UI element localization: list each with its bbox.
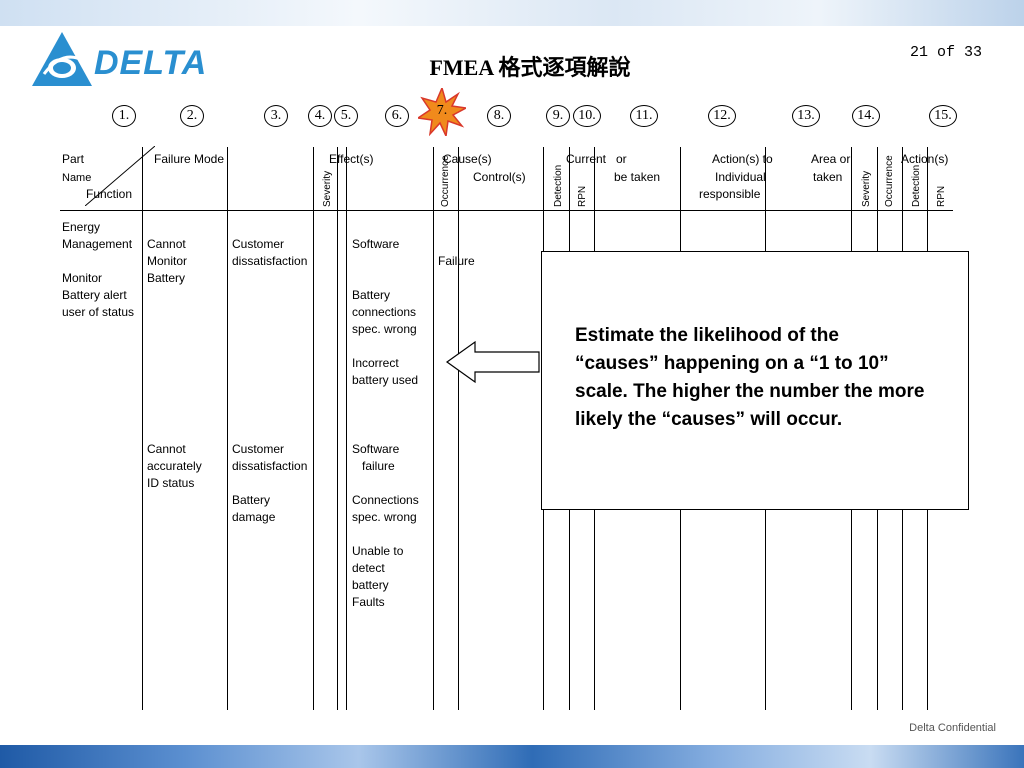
cell-cause-1: Software — [352, 237, 400, 251]
page-number: 21 of 33 — [910, 44, 983, 61]
column-number-1: 1. — [112, 105, 136, 127]
explanation-callout: Estimate the likelihood of the “causes” … — [541, 251, 969, 510]
bottom-banner — [0, 745, 1024, 768]
column-number-2: 2. — [180, 105, 204, 127]
header-diagonal-line — [85, 146, 155, 206]
delta-logo: DELTA — [30, 30, 206, 90]
cell-effect-2: Customer dissatisfaction Battery damage — [232, 442, 308, 524]
cell-cause-3: Software failure Connections spec. wrong… — [352, 442, 419, 609]
slide-title: FMEA 格式逐項解說 — [429, 55, 631, 80]
column-number-8: 8. — [487, 105, 511, 127]
header-current: Current — [566, 152, 607, 166]
column-line — [337, 147, 338, 710]
column-line — [458, 147, 459, 710]
column-number-5: 5. — [334, 105, 358, 127]
cell-cause-2: Battery connections spec. wrong Incorrec… — [352, 288, 419, 387]
column-number-15: 15. — [929, 105, 957, 127]
header-severity-2: Severity — [861, 170, 872, 207]
column-number-13: 13. — [792, 105, 820, 127]
column-number-3: 3. — [264, 105, 288, 127]
header-actions-to: Action(s) to — [712, 152, 773, 166]
header-name: Name — [62, 172, 92, 184]
column-number-14: 14. — [852, 105, 880, 127]
header-area-or: Area or — [811, 152, 851, 166]
header-occurrence-2: Occurrence — [884, 155, 895, 207]
column-line — [313, 147, 314, 710]
header-or: or — [616, 152, 627, 166]
header-detection-2: Detection — [911, 164, 922, 207]
header-severity: Severity — [322, 170, 333, 207]
header-divider — [60, 210, 953, 211]
left-arrow-icon — [445, 340, 540, 384]
top-banner — [0, 0, 1024, 26]
column-number-7: 7. — [436, 103, 448, 118]
cell-failure-mode-2: Cannot accurately ID status — [147, 442, 202, 490]
header-occurrence: Occurrence — [440, 155, 451, 207]
column-number-4: 4. — [308, 105, 332, 127]
header-individual: Individual — [715, 170, 766, 184]
header-actions: Action(s) — [901, 152, 949, 166]
column-line — [227, 147, 228, 710]
confidential-label: Delta Confidential — [909, 722, 996, 734]
column-number-12: 12. — [708, 105, 736, 127]
header-taken: taken — [813, 170, 843, 184]
header-controls: Control(s) — [473, 170, 526, 184]
column-number-6: 6. — [385, 105, 409, 127]
column-line — [142, 147, 143, 710]
callout-text: Estimate the likelihood of the “causes” … — [575, 325, 925, 430]
header-rpn: RPN — [577, 185, 588, 207]
cell-failure-mode-1: Cannot Monitor Battery — [147, 237, 188, 285]
header-responsible: responsible — [699, 187, 761, 201]
logo-text: DELTA — [94, 44, 208, 82]
column-line — [433, 147, 434, 710]
header-detection: Detection — [553, 164, 564, 207]
column-line — [346, 147, 347, 710]
header-failure-mode: Failure Mode — [154, 152, 225, 166]
column-number-10: 10. — [573, 105, 601, 127]
header-be-taken: be taken — [614, 170, 661, 184]
cell-part-function: Energy Management Monitor Battery alert … — [62, 220, 135, 319]
column-number-11: 11. — [630, 105, 658, 127]
header-part: Part — [62, 152, 85, 166]
header-effects: Effect(s) — [329, 152, 374, 166]
cell-effect-1: Customer dissatisfaction — [232, 237, 308, 268]
cell-cause-1b: Failure — [438, 254, 475, 268]
delta-triangle-icon — [32, 32, 92, 86]
header-function: Function — [86, 187, 133, 201]
header-causes: Cause(s) — [443, 152, 492, 166]
column-number-9: 9. — [546, 105, 570, 127]
highlight-star-icon — [418, 88, 466, 136]
header-rpn-2: RPN — [936, 185, 947, 207]
